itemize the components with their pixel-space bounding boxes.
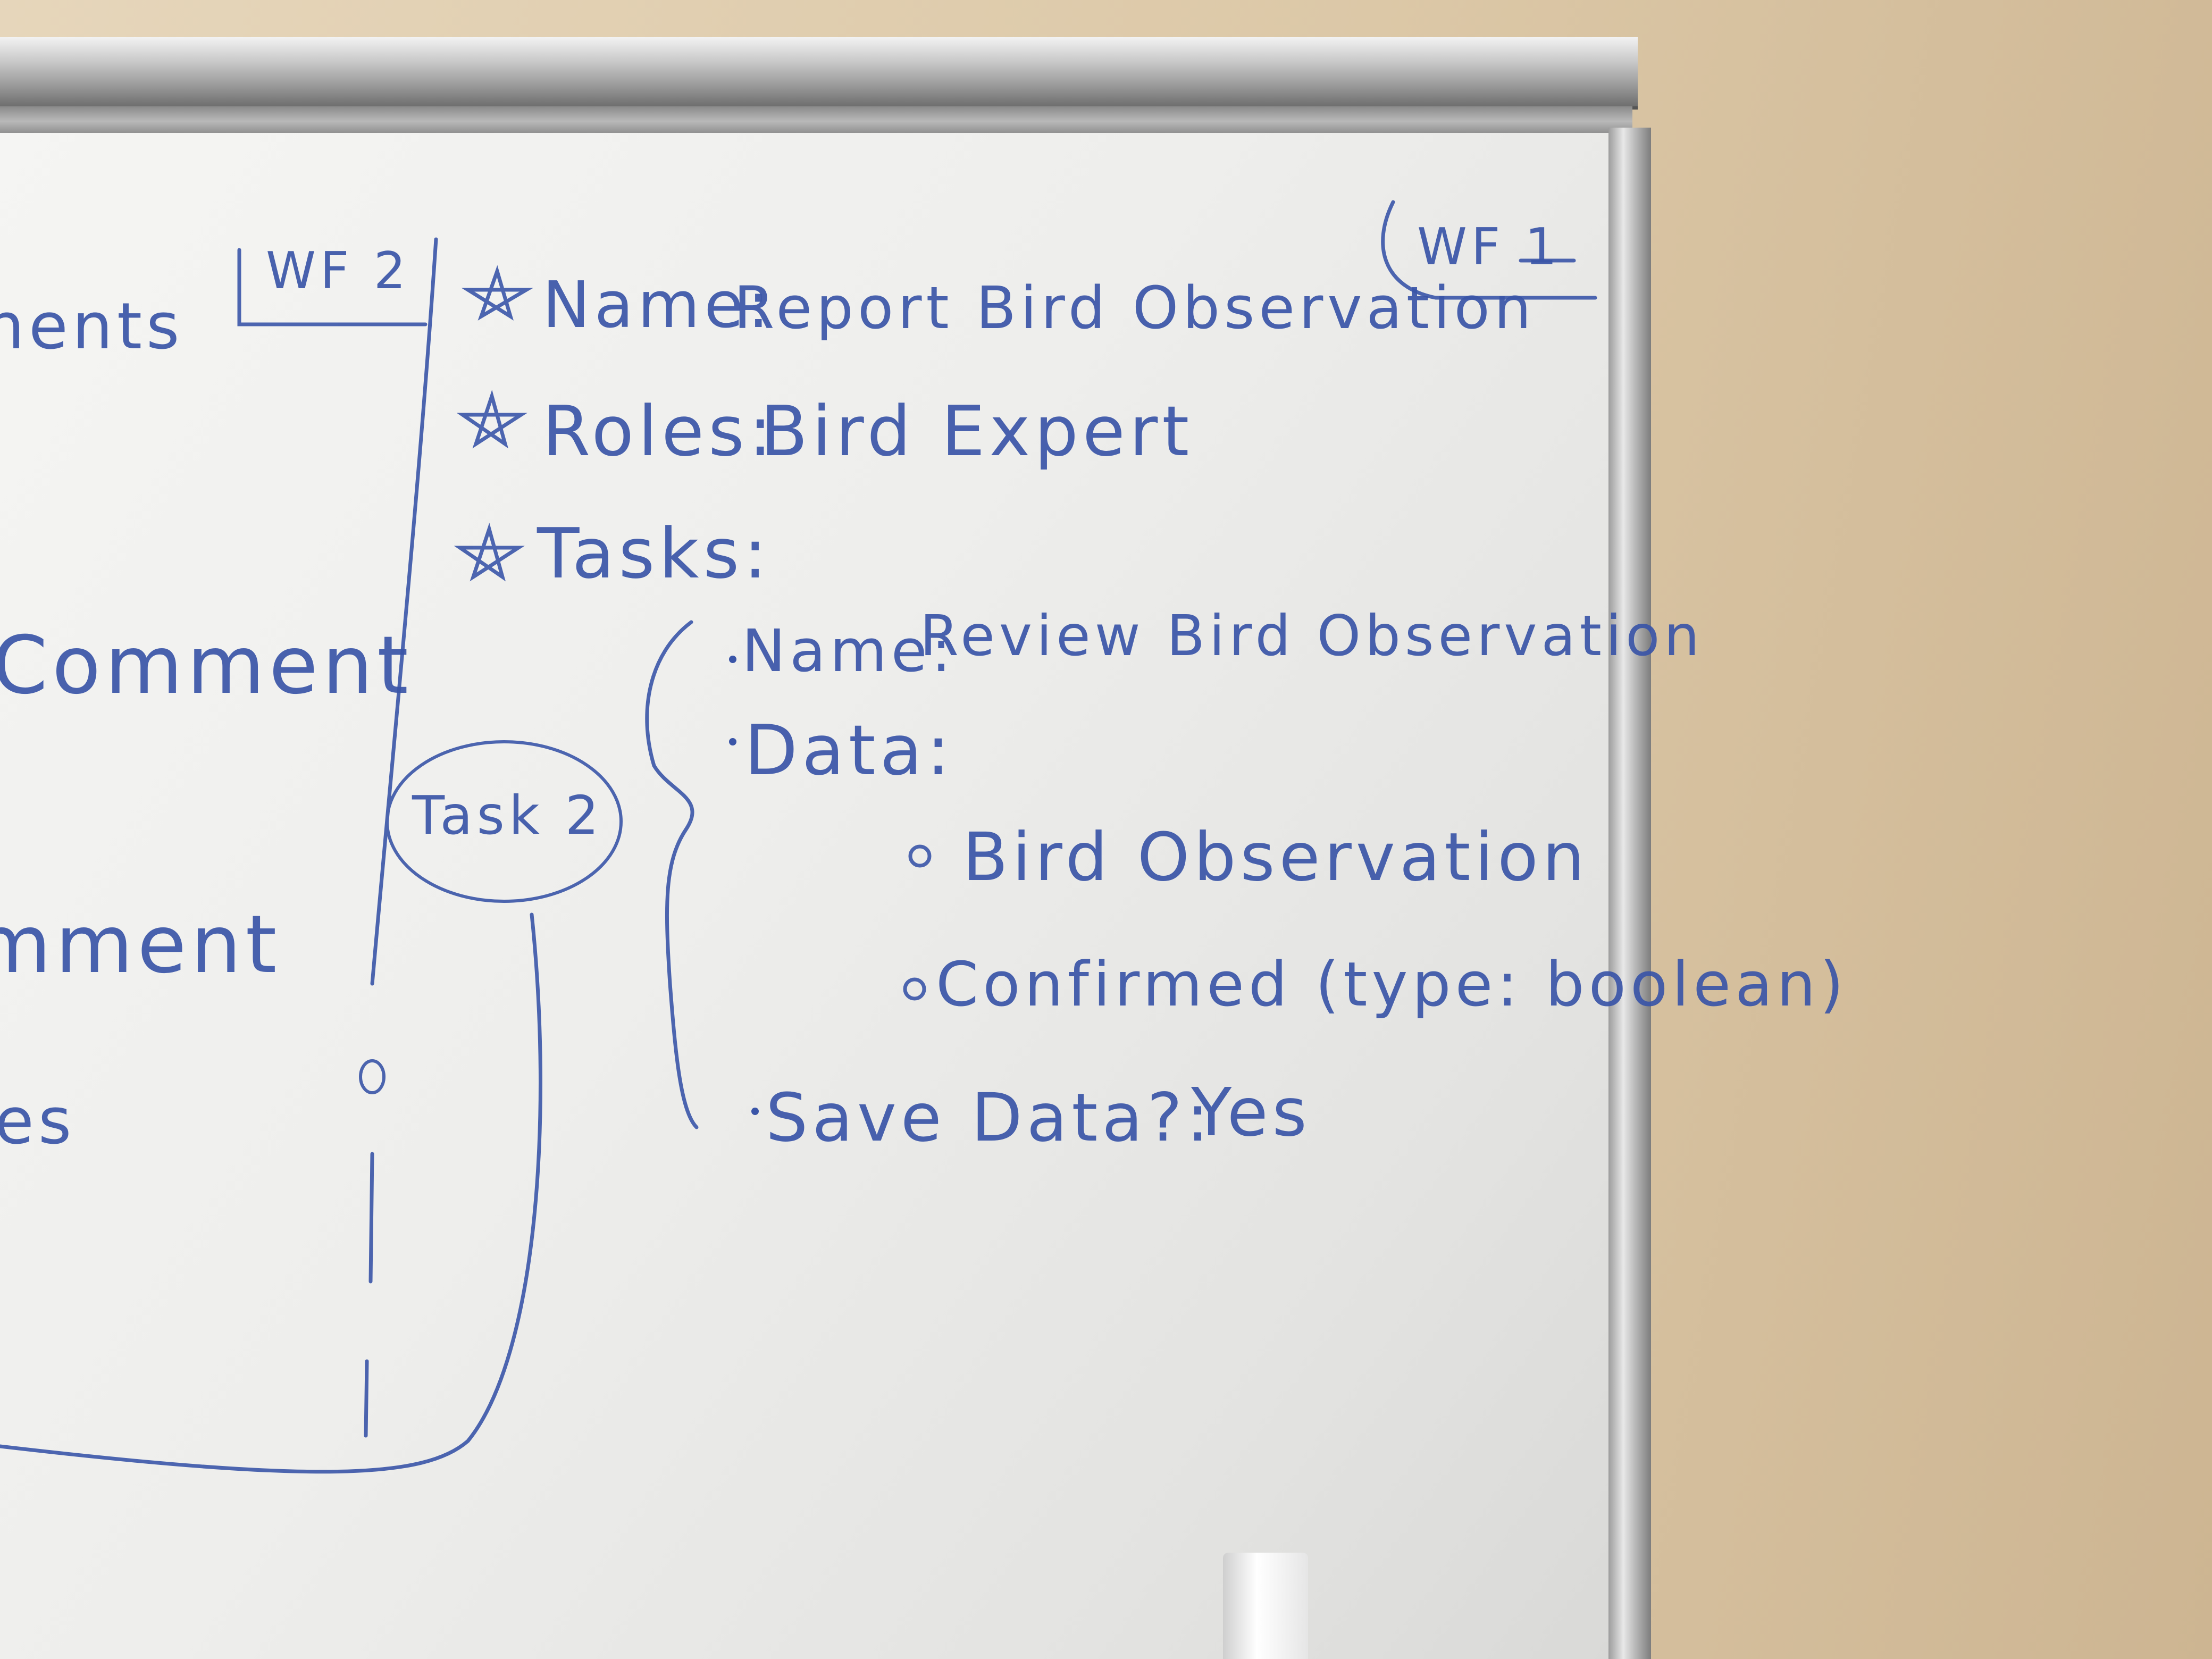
- task-data-item-1: Bird Observation: [962, 819, 1589, 896]
- workflow-name-value: Report Bird Observation: [734, 274, 1536, 342]
- wf2-label: WF 2: [266, 242, 410, 300]
- bullet-dot-1: [729, 656, 736, 663]
- workflow-tasks-label: Tasks:: [537, 513, 772, 594]
- task-save-value: Yes: [1191, 1074, 1311, 1151]
- left-fragment-2: Comment: [0, 619, 413, 712]
- left-tick-mark-1: [368, 1152, 374, 1284]
- left-tick-mark-2: [364, 1359, 369, 1438]
- star-mark-3: [454, 523, 525, 582]
- task2-callout-label: Task 2: [412, 784, 604, 847]
- task-data-label: Data:: [744, 710, 954, 791]
- left-fragment-3: mment: [0, 899, 281, 991]
- workflow-roles-label: Roles:: [542, 391, 776, 472]
- left-fragment-1: nents: [0, 290, 184, 364]
- task-name-label: Name:: [742, 617, 956, 685]
- workflow-name-label: Name:: [542, 269, 774, 342]
- task-name-value: Review Bird Observation: [920, 604, 1704, 668]
- whiteboard-eraser: [1223, 1553, 1308, 1659]
- star-mark-2: [456, 390, 527, 449]
- task2-ellipse: [386, 740, 623, 903]
- left-fragment-4: es: [0, 1085, 76, 1159]
- workflow-roles-value: Bird Expert: [760, 391, 1194, 472]
- task-save-label: Save Data?:: [766, 1079, 1213, 1157]
- left-circle-mark: [359, 1059, 386, 1094]
- wf2-divider: [370, 237, 438, 986]
- task-curly-brace: [645, 620, 699, 1129]
- whiteboard: [0, 133, 1616, 1659]
- bullet-dot-3: [751, 1108, 759, 1115]
- star-mark-1: [461, 265, 533, 321]
- whiteboard-frame-right: [1608, 128, 1651, 1659]
- task-data-item-2: Confirmed (type: boolean): [936, 949, 1848, 1020]
- bullet-circle-2: [903, 977, 926, 1001]
- wf1-label: WF 1: [1417, 218, 1562, 276]
- bullet-dot-2: [729, 738, 736, 745]
- wf2-bracket: [237, 248, 428, 326]
- task2-connector: [0, 912, 542, 1474]
- wf1-bracket: [1381, 200, 1597, 300]
- bullet-circle-1: [908, 844, 932, 868]
